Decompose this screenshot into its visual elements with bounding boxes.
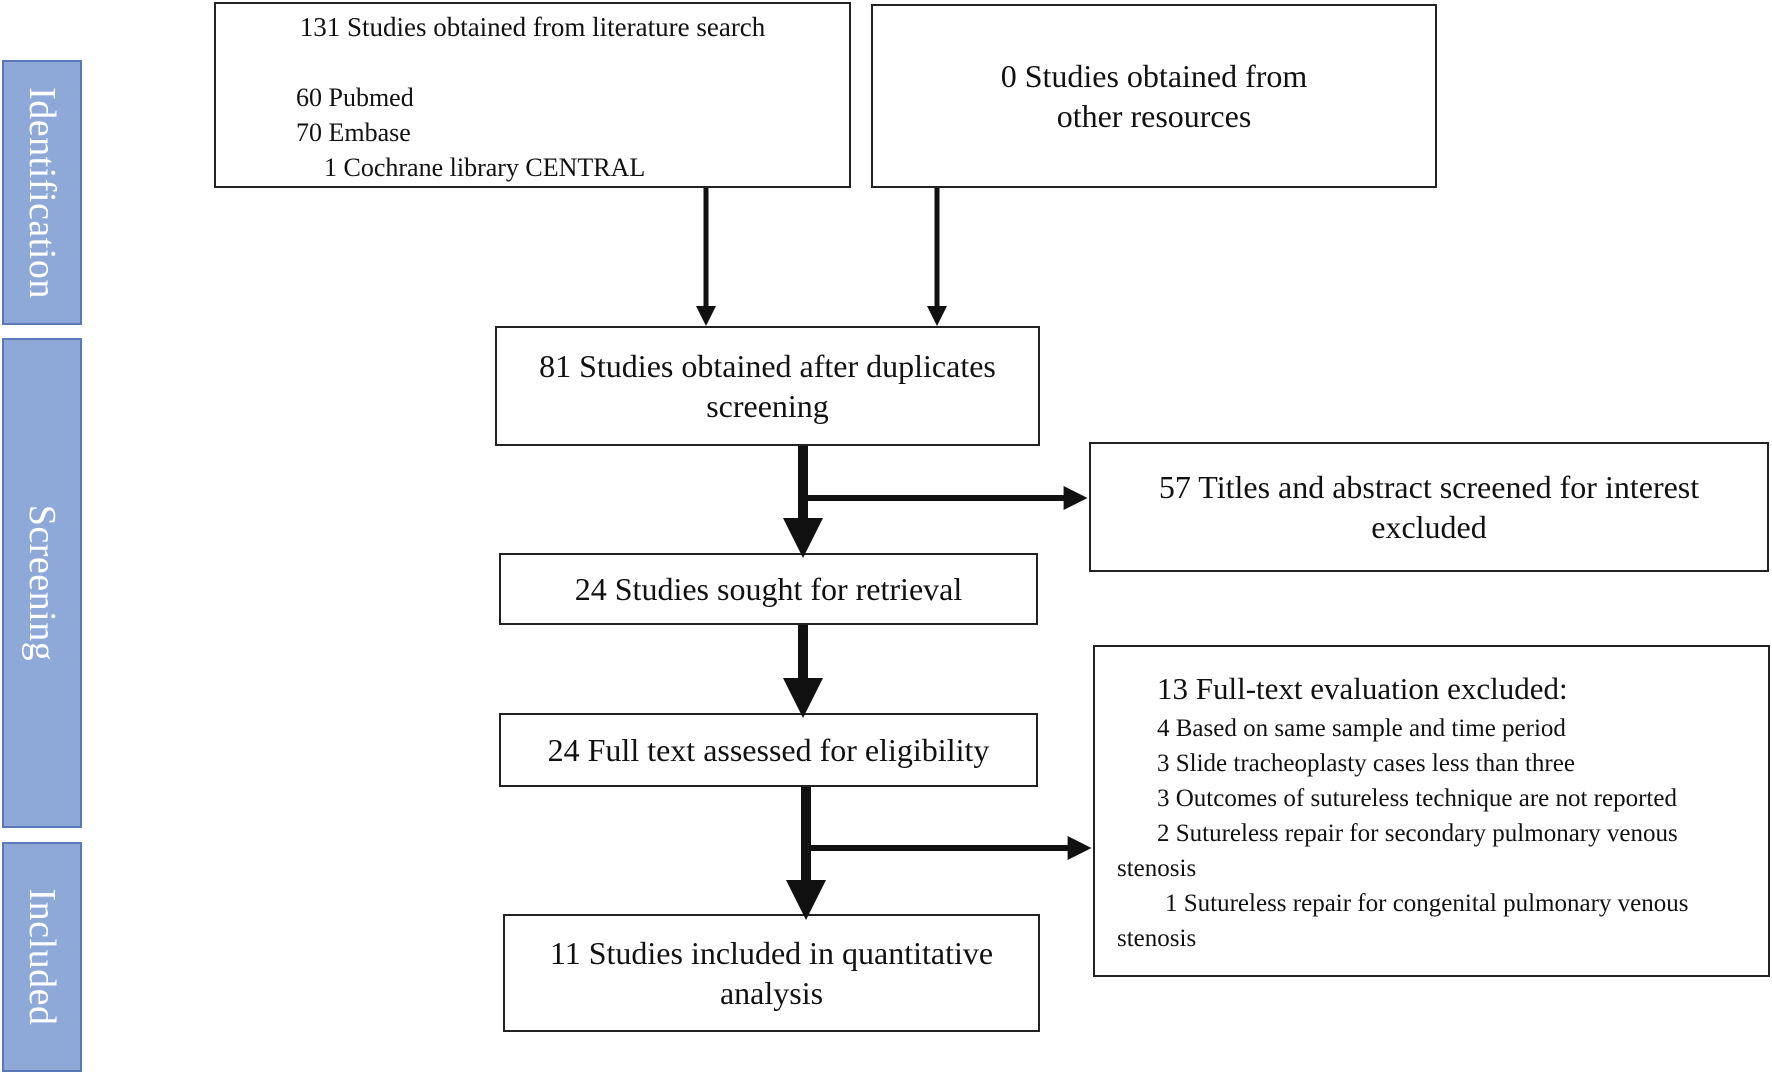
full-text-assessed-box: 24 Full text assessed for eligibility bbox=[499, 713, 1038, 787]
literature-search-title: 131 Studies obtained from literature sea… bbox=[299, 12, 766, 42]
fulltext-excluded-box: 13 Full-text evaluation excluded: 4 Base… bbox=[1093, 645, 1770, 977]
exclusion-reason-3: 3 Outcomes of sutureless technique are n… bbox=[1157, 785, 1677, 812]
exclusion-reason-4-line-2: stenosis bbox=[1117, 855, 1197, 882]
included-studies-box: 11 Studies included in quantitative anal… bbox=[503, 914, 1040, 1032]
literature-sources-list: 60 Pubmed 70 Embase 1 Cochrane library C… bbox=[296, 80, 645, 185]
source-embase: 70 Embase bbox=[296, 118, 411, 147]
phase-included: Included bbox=[2, 842, 82, 1072]
source-cochrane: 1 Cochrane library CENTRAL bbox=[324, 153, 646, 182]
other-resources-line-2: other resources bbox=[1056, 98, 1252, 134]
after-duplicates-box: 81 Studies obtained after duplicates scr… bbox=[495, 326, 1040, 446]
source-pubmed: 60 Pubmed bbox=[296, 83, 414, 112]
included-studies-line-2: analysis bbox=[719, 975, 824, 1011]
titles-excluded-box: 57 Titles and abstract screened for inte… bbox=[1089, 442, 1769, 572]
literature-search-box: 131 Studies obtained from literature sea… bbox=[214, 2, 851, 188]
other-resources-line-1: 0 Studies obtained from bbox=[1000, 58, 1308, 94]
exclusion-reason-2: 3 Slide tracheoplasty cases less than th… bbox=[1157, 750, 1575, 777]
full-text-assessed-label: 24 Full text assessed for eligibility bbox=[547, 732, 990, 768]
after-duplicates-line-2: screening bbox=[706, 388, 829, 424]
sought-retrieval-box: 24 Studies sought for retrieval bbox=[499, 553, 1038, 625]
exclusion-reason-4-line-1: 2 Sutureless repair for secondary pulmon… bbox=[1157, 820, 1678, 847]
exclusion-reason-5-line-1: 1 Sutureless repair for congenital pulmo… bbox=[1165, 890, 1689, 917]
phase-identification: Identification bbox=[2, 60, 82, 325]
titles-excluded-line-2: excluded bbox=[1371, 509, 1487, 545]
fulltext-excluded-heading: 13 Full-text evaluation excluded: bbox=[1157, 671, 1568, 706]
exclusion-reason-5-line-2: stenosis bbox=[1117, 925, 1197, 952]
titles-excluded-line-1: 57 Titles and abstract screened for inte… bbox=[1158, 469, 1700, 505]
exclusion-reason-1: 4 Based on same sample and time period bbox=[1157, 715, 1566, 742]
included-studies-line-1: 11 Studies included in quantitative bbox=[549, 935, 994, 971]
sought-retrieval-label: 24 Studies sought for retrieval bbox=[574, 571, 963, 607]
other-resources-box: 0 Studies obtained from other resources bbox=[871, 4, 1437, 188]
after-duplicates-line-1: 81 Studies obtained after duplicates bbox=[539, 348, 996, 384]
phase-screening: Screening bbox=[2, 338, 82, 828]
